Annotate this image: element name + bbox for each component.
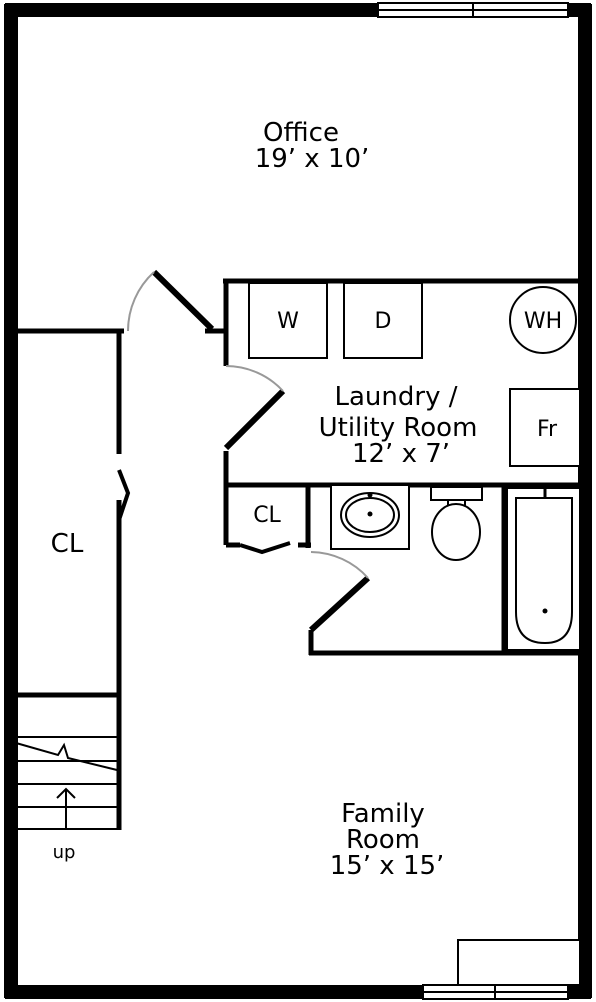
- window-top: [377, 2, 569, 18]
- laundry-dims: 12’ x 7’: [352, 439, 450, 469]
- office-label: Office 19’ x 10’: [255, 118, 370, 174]
- stairs-label: up: [53, 842, 76, 863]
- washer-label: W: [277, 309, 299, 334]
- laundry-door: [223, 365, 286, 451]
- bathroom-door: [308, 551, 371, 633]
- laundry-name-line1: Laundry /: [335, 382, 458, 412]
- family-name-line2: Room: [346, 825, 420, 855]
- bathtub: [506, 486, 581, 651]
- window-bottom: [422, 984, 569, 1000]
- toilet: [430, 486, 483, 561]
- office-dims: 19’ x 10’: [255, 144, 370, 174]
- family-dims: 15’ x 15’: [330, 851, 445, 881]
- office-name: Office: [263, 118, 339, 148]
- built-in-cabinet: [457, 939, 581, 986]
- center-closet-label: CL: [253, 503, 281, 528]
- stairs: [15, 736, 118, 830]
- family-name-line1: Family: [341, 799, 425, 829]
- office-door: [127, 269, 215, 332]
- laundry-label: Laundry / Utility Room 12’ x 7’: [319, 382, 478, 469]
- fridge-label: Fr: [537, 417, 558, 442]
- interior-walls: [16, 278, 580, 830]
- dryer: D: [343, 282, 423, 359]
- left-closet-label: CL: [51, 529, 84, 559]
- fridge: Fr: [509, 388, 581, 467]
- left-closet-bifold-door: [117, 469, 131, 521]
- up-arrow-icon: [56, 787, 76, 829]
- family-room-label: Family Room 15’ x 15’: [330, 799, 445, 881]
- sink: [330, 484, 410, 550]
- laundry-name-line2: Utility Room: [319, 413, 478, 443]
- dryer-label: D: [375, 309, 392, 334]
- water-heater-label: WH: [524, 309, 562, 334]
- water-heater: WH: [509, 286, 577, 354]
- center-closet-bifold-door: [239, 541, 291, 555]
- washer: W: [248, 282, 328, 359]
